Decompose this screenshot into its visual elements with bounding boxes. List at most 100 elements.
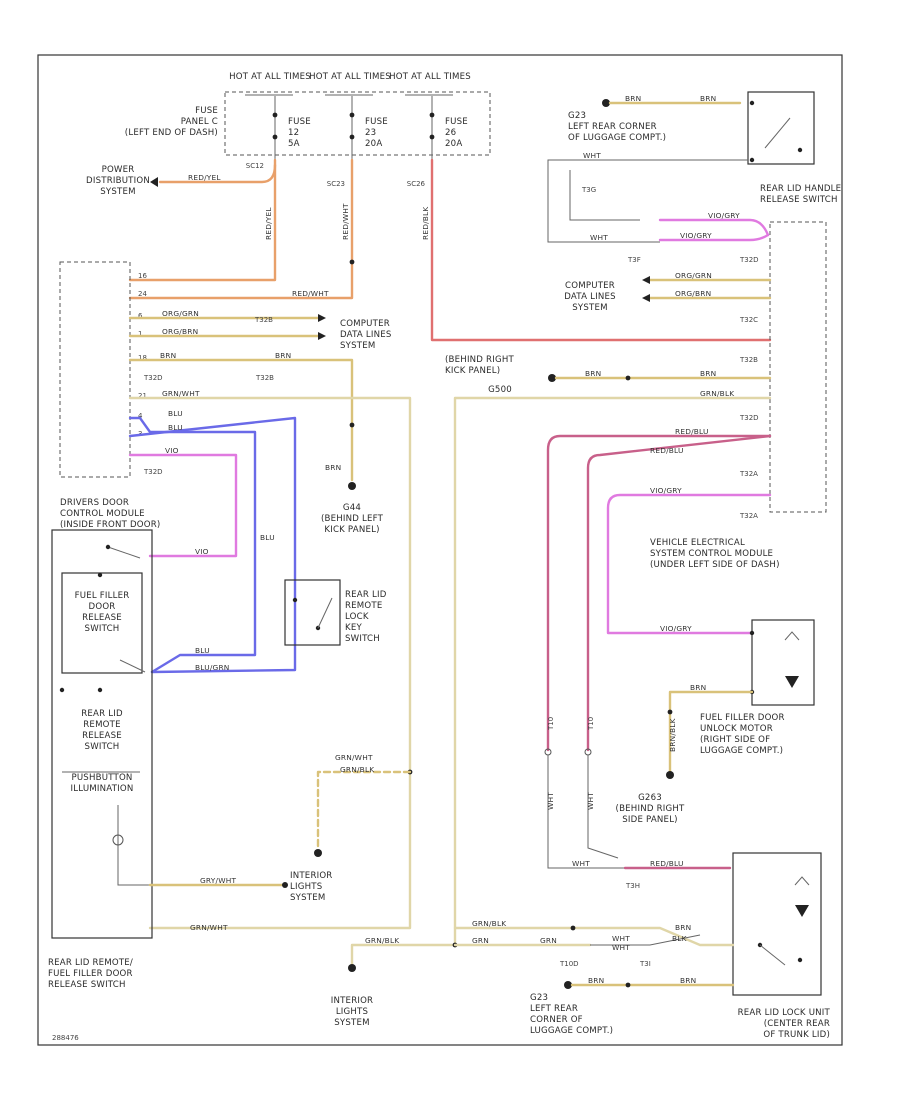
pin-label-3: 6 xyxy=(138,312,143,320)
wire-label-blu-lower: BLU xyxy=(195,646,210,655)
wire-label-blu-2: BLU xyxy=(168,423,183,432)
fuse-23-terminal-2 xyxy=(349,134,355,140)
wire-wht-lock-2 xyxy=(587,755,619,859)
splice-brn-g44 xyxy=(349,422,355,428)
fuse-pin-sc23: SC23 xyxy=(327,180,345,188)
interior-lights-bottom-3: SYSTEM xyxy=(334,1018,369,1028)
vehicle-electrical-system-control-module: T32D T32C T32B T32D T32A T32A VEHICLE EL… xyxy=(650,221,827,570)
fuel-filler-switch-1: FUEL FILLER xyxy=(75,591,130,601)
fuse-panel-label-3: (LEFT END OF DASH) xyxy=(125,128,218,138)
connector-t32b-left: T32B xyxy=(254,316,273,324)
blu-wire-group: BLU BLU BLU BLU BLU/GRN xyxy=(128,409,297,674)
wire-vio-gry-motor xyxy=(606,493,772,635)
g263-2: (BEHIND RIGHT xyxy=(616,804,685,814)
wire-label-brn-lock-g: BRN xyxy=(588,976,604,985)
fuel-filler-unlock-motor: BRN BRN/BLK FUEL FILLER DOOR UNLOCK MOTO… xyxy=(616,619,815,825)
wire-red-yel-to-module xyxy=(128,158,277,282)
wire-label-brn-motor: BRN xyxy=(690,683,706,692)
interior-lights-connector-icon-2 xyxy=(282,882,288,888)
remote-release-4: SWITCH xyxy=(85,742,120,752)
connector-t32a: T32A xyxy=(739,470,758,478)
wire-label-vio-gry-4: VIO/GRY xyxy=(660,624,692,633)
interior-lights-mid-1: INTERIOR xyxy=(290,871,332,881)
hot-label-2: HOT AT ALL TIMES xyxy=(309,72,391,82)
g44-label-2: (BEHIND LEFT xyxy=(321,514,384,524)
computer-data-left-2: DATA LINES xyxy=(340,330,392,340)
handle-release-1: REAR LID HANDLE xyxy=(760,184,841,194)
fuel-filler-switch-4: SWITCH xyxy=(85,624,120,634)
wire-label-red-yel: RED/YEL xyxy=(188,173,221,182)
lock-solenoid-icon xyxy=(795,905,809,917)
motor-arrow-icon xyxy=(784,631,800,641)
wire-label-org-brn: ORG/BRN xyxy=(162,327,198,336)
remote-lock-label-2: REMOTE xyxy=(345,601,382,611)
data-line-connector-icon-1 xyxy=(318,314,326,322)
connector-t3g: T3G xyxy=(581,186,596,194)
connector-t10-2: T10 xyxy=(587,717,595,731)
wire-label-brn: BRN xyxy=(160,351,176,360)
rear-lid-handle-release: BRN BRN G23 LEFT REAR CORNER OF LUGGAGE … xyxy=(547,91,841,264)
door-switch-lever xyxy=(107,546,141,559)
wire-label-blu-v: BLU xyxy=(260,533,275,542)
hot-label-1: HOT AT ALL TIMES xyxy=(229,72,311,82)
connector-t3f: T3F xyxy=(627,256,641,264)
wire-label-wht-lock-3: WHT xyxy=(612,943,630,952)
fuse-26-num: 26 xyxy=(445,128,456,138)
power-distribution-label-2: DISTRIBUTION xyxy=(86,176,150,186)
wire-label-red-blu-2: RED/BLU xyxy=(650,446,684,455)
page-code: 288476 xyxy=(52,1034,79,1042)
fuse-pin-sc26: SC26 xyxy=(407,180,426,188)
wire-label-grn: GRN xyxy=(472,936,489,945)
interior-lights-bottom-1: INTERIOR xyxy=(331,996,373,1006)
rear-lid-remote-lock-outline xyxy=(284,579,341,646)
wire-blu-to-fuel-switch xyxy=(128,416,257,674)
g23-top-2: LEFT REAR CORNER xyxy=(568,122,657,132)
g23-bottom-4: LUGGAGE COMPT.) xyxy=(530,1026,613,1036)
wire-label-wht: WHT xyxy=(583,151,601,160)
remote-release-contact-2 xyxy=(97,687,103,693)
wire-label-brn-lock-g2: BRN xyxy=(680,976,696,985)
g263-1: G263 xyxy=(638,793,662,803)
wire-wht-lock-t10d xyxy=(590,934,701,946)
power-distribution-label-1: POWER xyxy=(102,165,135,175)
pin-label-2: 24 xyxy=(138,290,147,298)
rear-lid-fuel-filler-switch-assembly: FUEL FILLER DOOR RELEASE SWITCH REAR LID… xyxy=(48,529,332,990)
fuel-motor-1: FUEL FILLER DOOR xyxy=(700,713,785,723)
data-line-right-icon-2 xyxy=(642,294,650,302)
fuse-12-num: 12 xyxy=(288,128,299,138)
wire-grn-blk-lock xyxy=(453,926,735,947)
g23-top-1: G23 xyxy=(568,111,586,121)
computer-data-right-1: COMPUTER xyxy=(565,281,615,291)
connector-t10d: T10D xyxy=(559,960,579,968)
remote-lock-label-1: REAR LID xyxy=(345,590,387,600)
fuse-26-terminal xyxy=(429,112,435,118)
wire-label-org-grn: ORG/GRN xyxy=(162,309,199,318)
vesm-label-3: (UNDER LEFT SIDE OF DASH) xyxy=(650,560,780,570)
remote-release-1: REAR LID xyxy=(81,709,123,719)
vesm-label-2: SYSTEM CONTROL MODULE xyxy=(650,549,773,559)
splice-motor-ground xyxy=(667,709,673,715)
wire-label-gry-wht: GRY/WHT xyxy=(200,876,236,885)
connector-t3i: T3I xyxy=(639,960,651,968)
rear-lid-lock-wires: RED/BLU RED/BLU VIO/GRY VIO/GRY T10 T10 … xyxy=(544,427,772,890)
fuel-motor-outline xyxy=(751,619,815,706)
ground-g23-bottom-icon xyxy=(564,981,572,989)
wire-label-vio-2: VIO xyxy=(195,547,209,556)
rear-lid-lock-2: (CENTER REAR xyxy=(764,1019,830,1029)
fuse-12-terminal-2 xyxy=(272,134,278,140)
wire-t3g-loop xyxy=(569,170,640,221)
drivers-door-label-2: CONTROL MODULE xyxy=(60,509,145,519)
lock-switch-contact-2 xyxy=(797,957,803,963)
computer-data-right-3: SYSTEM xyxy=(572,303,607,313)
computer-data-lines-left: ORG/GRN ORG/BRN T32B COMPUTER DATA LINES… xyxy=(128,309,392,351)
wire-label-blk-lock: BLK xyxy=(672,934,687,943)
wire-label-brn-r3: BRN xyxy=(585,369,601,378)
behind-right-kick-2: KICK PANEL) xyxy=(445,366,500,376)
wire-label-red-blu-3: RED/BLU xyxy=(650,859,684,868)
remote-lock-label-3: LOCK xyxy=(345,612,369,622)
wire-label-grn-wht-2: GRN/WHT xyxy=(335,753,373,762)
illumination-bulb-icon xyxy=(112,834,124,846)
brn-ground-wire: BRN BRN T32B BRN G44 (BEHIND LEFT KICK P… xyxy=(128,351,384,535)
wire-label-brn-2: BRN xyxy=(275,351,291,360)
